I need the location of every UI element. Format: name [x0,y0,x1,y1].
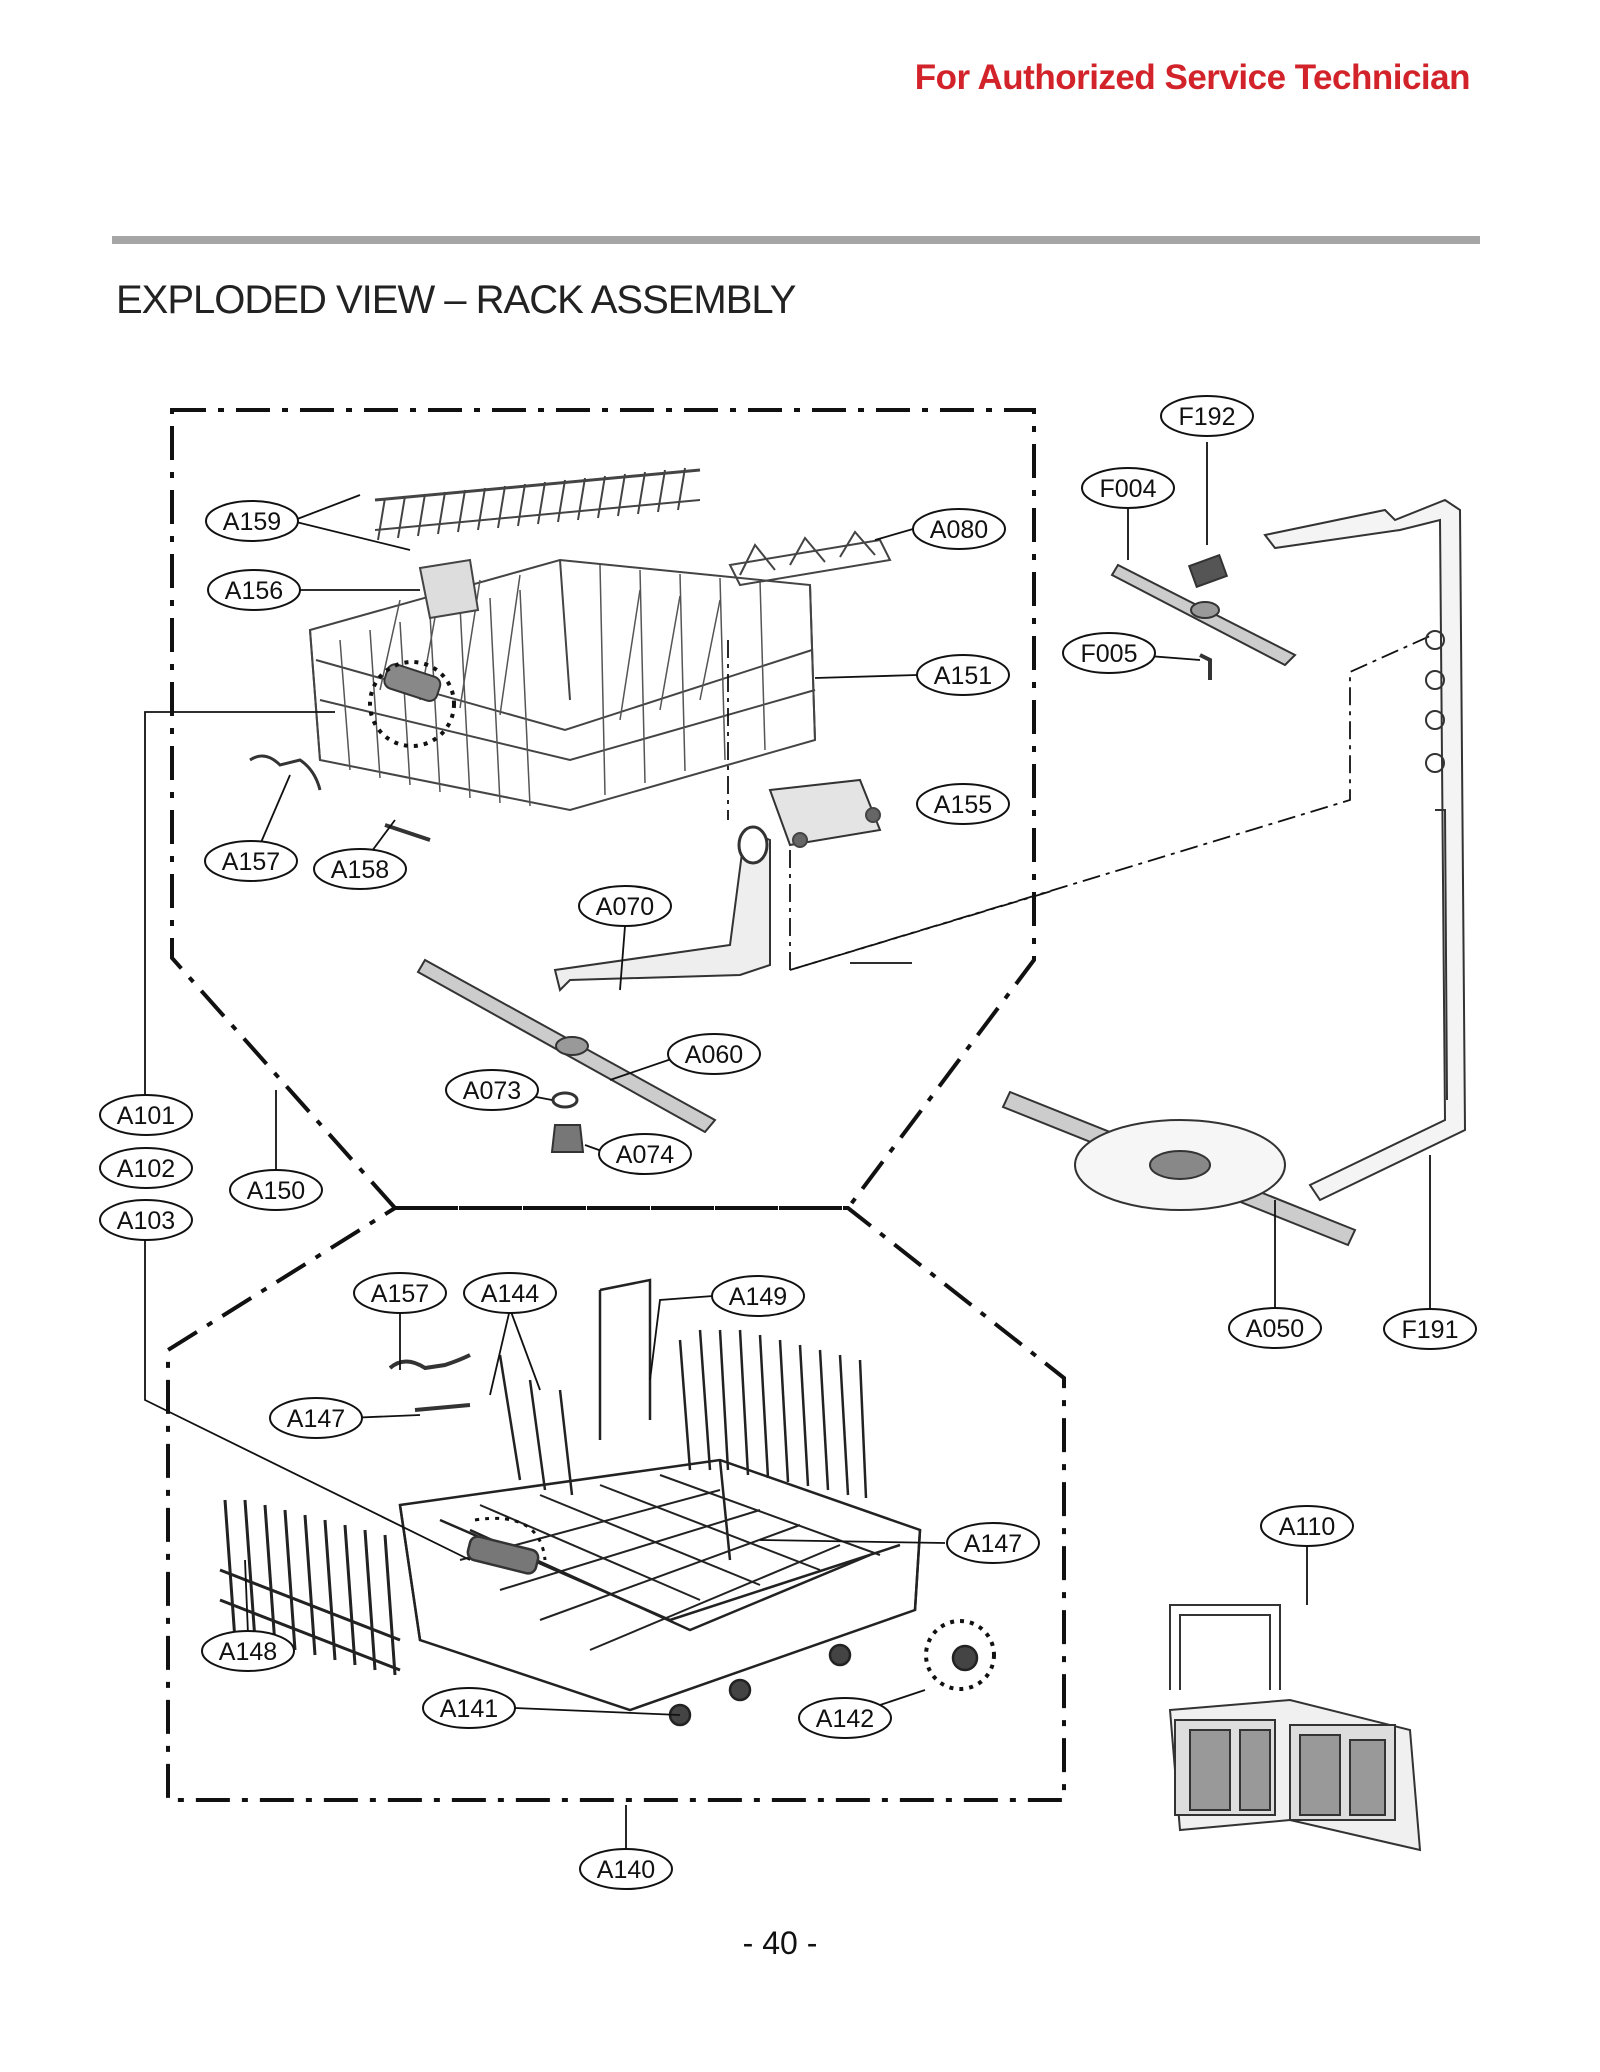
svg-text:A110: A110 [1279,1513,1336,1541]
callout-a157-lower[interactable]: A157 [353,1272,447,1314]
callout-a142[interactable]: A142 [798,1697,892,1739]
svg-text:A074: A074 [616,1141,674,1169]
callout-a155[interactable]: A155 [916,783,1010,825]
svg-text:A144: A144 [481,1280,539,1308]
header-rule [112,236,1480,244]
callout-a147-left[interactable]: A147 [269,1397,363,1439]
svg-text:A080: A080 [930,516,988,544]
callout-a140[interactable]: A140 [579,1848,673,1890]
callout-f192[interactable]: F192 [1160,395,1254,437]
svg-text:A147: A147 [964,1530,1022,1558]
svg-text:A155: A155 [934,791,992,819]
svg-text:A157: A157 [222,848,280,876]
authorized-technician-note: For Authorized Service Technician [914,58,1471,97]
svg-text:A141: A141 [440,1695,498,1723]
callout-a050[interactable]: A050 [1228,1307,1322,1349]
svg-text:A102: A102 [117,1155,175,1183]
right-feed-illustration [1001,498,1467,1247]
page-title: EXPLODED VIEW – RACK ASSEMBLY [116,278,796,322]
callout-a156[interactable]: A156 [207,569,301,611]
callout-a110[interactable]: A110 [1260,1505,1354,1547]
callout-a148[interactable]: A148 [201,1630,295,1672]
svg-text:A142: A142 [816,1705,874,1733]
callout-f004[interactable]: F004 [1081,467,1175,509]
upper-rack-boundary [170,408,1036,1210]
callout-a070[interactable]: A070 [578,885,672,927]
silverware-basket-illustration [1168,1604,1422,1852]
lower-rack-boundary [166,1206,1066,1802]
svg-text:F005: F005 [1081,640,1138,668]
svg-text:A060: A060 [685,1041,743,1069]
callout-a060[interactable]: A060 [667,1033,761,1075]
svg-text:A101: A101 [117,1102,175,1130]
callout-f005[interactable]: F005 [1062,632,1156,674]
callout-a157-upper[interactable]: A157 [204,840,298,882]
svg-text:A070: A070 [596,893,654,921]
callout-a141[interactable]: A141 [422,1687,516,1729]
svg-text:F004: F004 [1100,475,1157,503]
svg-text:A156: A156 [225,577,283,605]
lower-rack-illustration [219,1278,996,1727]
callout-a103[interactable]: A103 [99,1199,193,1241]
callout-a101[interactable]: A101 [99,1094,193,1136]
callout-f191[interactable]: F191 [1383,1308,1477,1350]
upper-rack-illustration [249,467,892,1153]
svg-text:F191: F191 [1402,1316,1459,1344]
svg-text:A148: A148 [219,1638,277,1666]
callout-a102[interactable]: A102 [99,1147,193,1189]
svg-text:A151: A151 [934,662,992,690]
callout-a159[interactable]: A159 [205,500,299,542]
svg-text:A157: A157 [371,1280,429,1308]
svg-text:A103: A103 [117,1207,175,1235]
callout-a158[interactable]: A158 [313,848,407,890]
svg-text:A073: A073 [463,1077,521,1105]
callout-a080[interactable]: A080 [912,508,1006,550]
svg-text:A147: A147 [287,1405,345,1433]
callout-a073[interactable]: A073 [445,1069,539,1111]
svg-text:A140: A140 [597,1856,655,1884]
callout-a149[interactable]: A149 [711,1275,805,1317]
svg-text:A159: A159 [223,508,281,536]
callout-a074[interactable]: A074 [598,1133,692,1175]
svg-text:F192: F192 [1179,403,1236,431]
page-number: - 40 - [742,1925,818,1961]
callout-a151[interactable]: A151 [916,654,1010,696]
svg-text:A150: A150 [247,1177,305,1205]
assembly-guide-lines [727,635,1431,972]
svg-text:A050: A050 [1246,1315,1304,1343]
callout-a147-right[interactable]: A147 [946,1522,1040,1564]
callout-a144[interactable]: A144 [463,1272,557,1314]
leader-lines [144,442,1431,1853]
callout-a150[interactable]: A150 [229,1169,323,1211]
callout-labels: A159 A156 A080 A151 A155 A157 A158 A070 … [99,395,1477,1890]
svg-text:A149: A149 [729,1283,787,1311]
svg-text:A158: A158 [331,856,389,884]
